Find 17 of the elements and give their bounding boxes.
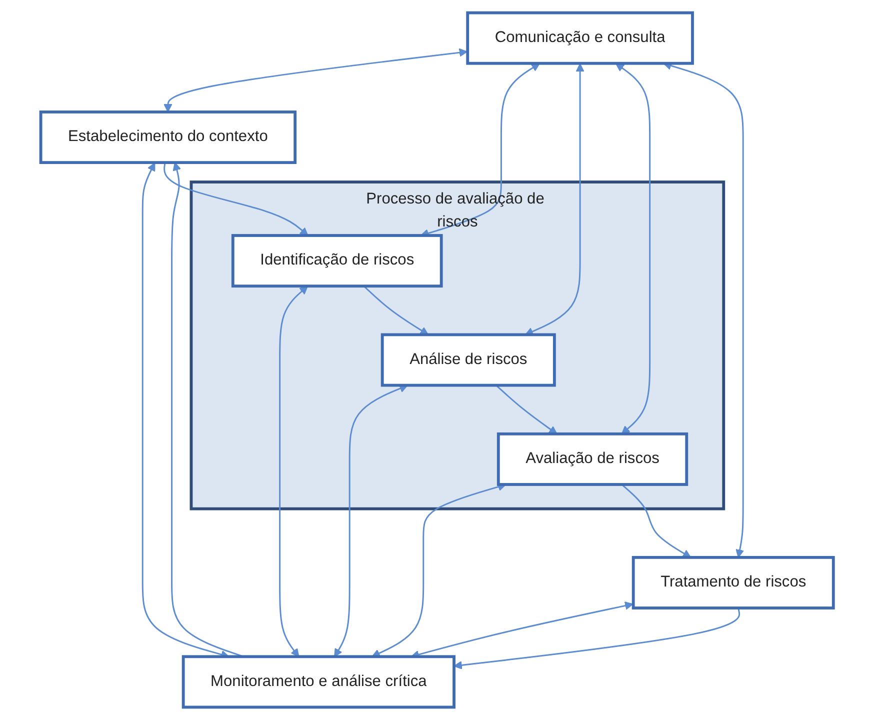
node-box: Análise de riscos bbox=[381, 333, 556, 387]
node-box: Estabelecimento do contexto bbox=[40, 110, 297, 164]
arrow bbox=[279, 286, 308, 658]
arrow bbox=[525, 63, 585, 336]
node-box: Monitoramento e análise crítica bbox=[182, 655, 456, 709]
arrow bbox=[616, 63, 651, 434]
arrow bbox=[334, 384, 408, 658]
node-box: Tratamento de riscos bbox=[632, 556, 836, 610]
arrow bbox=[164, 48, 468, 112]
arrow bbox=[496, 384, 558, 434]
arrow bbox=[622, 484, 692, 558]
arrow bbox=[364, 286, 429, 336]
arrow bbox=[454, 608, 740, 670]
node-box: Comunicação e consulta bbox=[466, 11, 694, 65]
node-box: Avaliação de riscos bbox=[497, 432, 688, 486]
node-box: Identificação de riscos bbox=[232, 234, 444, 288]
arrow bbox=[164, 162, 309, 236]
